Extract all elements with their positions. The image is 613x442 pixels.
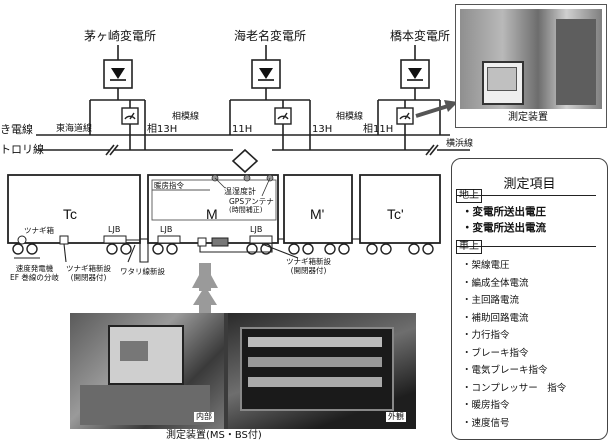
photo-pointer-arrow [415, 104, 449, 118]
measurement-items-panel: 測定項目 地上 ・変電所送出電圧 ・変電所送出電流 車上 ・架線電圧 ・編成全体… [451, 158, 608, 440]
substation-hashimoto: 橋本変電所 [390, 29, 451, 43]
car-m-prime: M' [310, 206, 325, 222]
gps-antenna-label: GPSアンテナ [229, 197, 274, 206]
trolley-wire-label: トロリ線 [0, 143, 44, 156]
ground-items: ・変電所送出電圧 ・変電所送出電流 [462, 204, 546, 236]
section-label-d: 相11H [363, 124, 394, 135]
measuring-device-photo-bottom: 内部 外観 [70, 313, 416, 429]
section-label-b: 11H [232, 124, 253, 135]
ground-item: ・変電所送出電圧 [462, 206, 546, 218]
ljb-label-tc: LJB [108, 225, 121, 234]
onboard-items: ・架線電圧 ・編成全体電流 ・主回路電流 ・補助回路電流 ・力行指令 ・ブレーキ… [462, 257, 566, 432]
substation-chigasaki: 茅ヶ崎変電所 [84, 29, 157, 43]
inner-photo-tag: 内部 [194, 412, 214, 422]
ljb-label-m-left: LJB [160, 225, 173, 234]
junction-box-new-note: ツナギ箱新設(開閉器付) [66, 264, 111, 282]
yokohama-line-label: 横浜線 [446, 139, 474, 149]
onboard-item: ・電気ブレーキ指令 [462, 365, 548, 376]
heating-command-label: 暖房指令 [154, 181, 184, 190]
onboard-item: ・補助回路電流 [462, 312, 529, 324]
top-photo-caption: 測定装置 [508, 112, 548, 123]
tsunagi-box-label: ツナギ箱 [24, 226, 54, 235]
car-tc-prime: Tc' [387, 206, 404, 222]
section-label-a: 相13H [147, 124, 178, 135]
ground-header: 地上 [456, 189, 482, 203]
onboard-item: ・編成全体電流 [462, 277, 529, 289]
substation-symbols [103, 59, 430, 89]
onboard-item: ・速度信号 [462, 417, 510, 429]
car-m: M [206, 206, 218, 222]
onboard-item: ・ブレーキ指令 [462, 347, 529, 359]
onboard-item: ・架線電圧 [462, 260, 510, 271]
section-label-c: 13H [312, 124, 333, 135]
meter-symbols [121, 107, 414, 125]
sagami-line-label-right: 相模線 [336, 112, 364, 122]
outer-photo-tag: 外観 [386, 412, 406, 422]
pantograph-icon [231, 148, 259, 174]
humidity-sensor-label: 温湿度計 [224, 187, 256, 196]
onboard-item: ・力行指令 [462, 330, 510, 341]
onboard-header: 車上 [456, 240, 482, 254]
tokaido-line-label: 東海道線 [56, 124, 93, 134]
train-cars [7, 174, 441, 244]
sagami-line-label-left: 相模線 [172, 112, 200, 122]
gps-antenna-sublabel: (時間補正) [229, 206, 263, 214]
up-arrow [193, 286, 217, 315]
feeder-wire-label: き電線 [0, 123, 33, 136]
junction-box-new-note-right: ツナギ箱新設(開閉器付) [286, 257, 331, 275]
bogies [12, 243, 434, 255]
car-tc: Tc [63, 206, 77, 222]
crossover-wire-note: ワタリ線新設 [120, 267, 165, 276]
ground-item: ・変電所送出電流 [462, 222, 546, 234]
onboard-item: ・主回路電流 [462, 295, 520, 306]
measurement-items-title: 測定項目 [503, 177, 556, 192]
onboard-item: ・暖房指令 [462, 400, 510, 411]
ljb-label-m-right: LJB [250, 225, 263, 234]
bottom-photo-caption: 測定装置(MS・BS付) [166, 430, 262, 441]
substation-ebina: 海老名変電所 [234, 29, 307, 43]
onboard-item: ・コンプレッサー 指令 [462, 382, 567, 394]
measuring-device-photo-top: 測定装置 [455, 4, 607, 128]
